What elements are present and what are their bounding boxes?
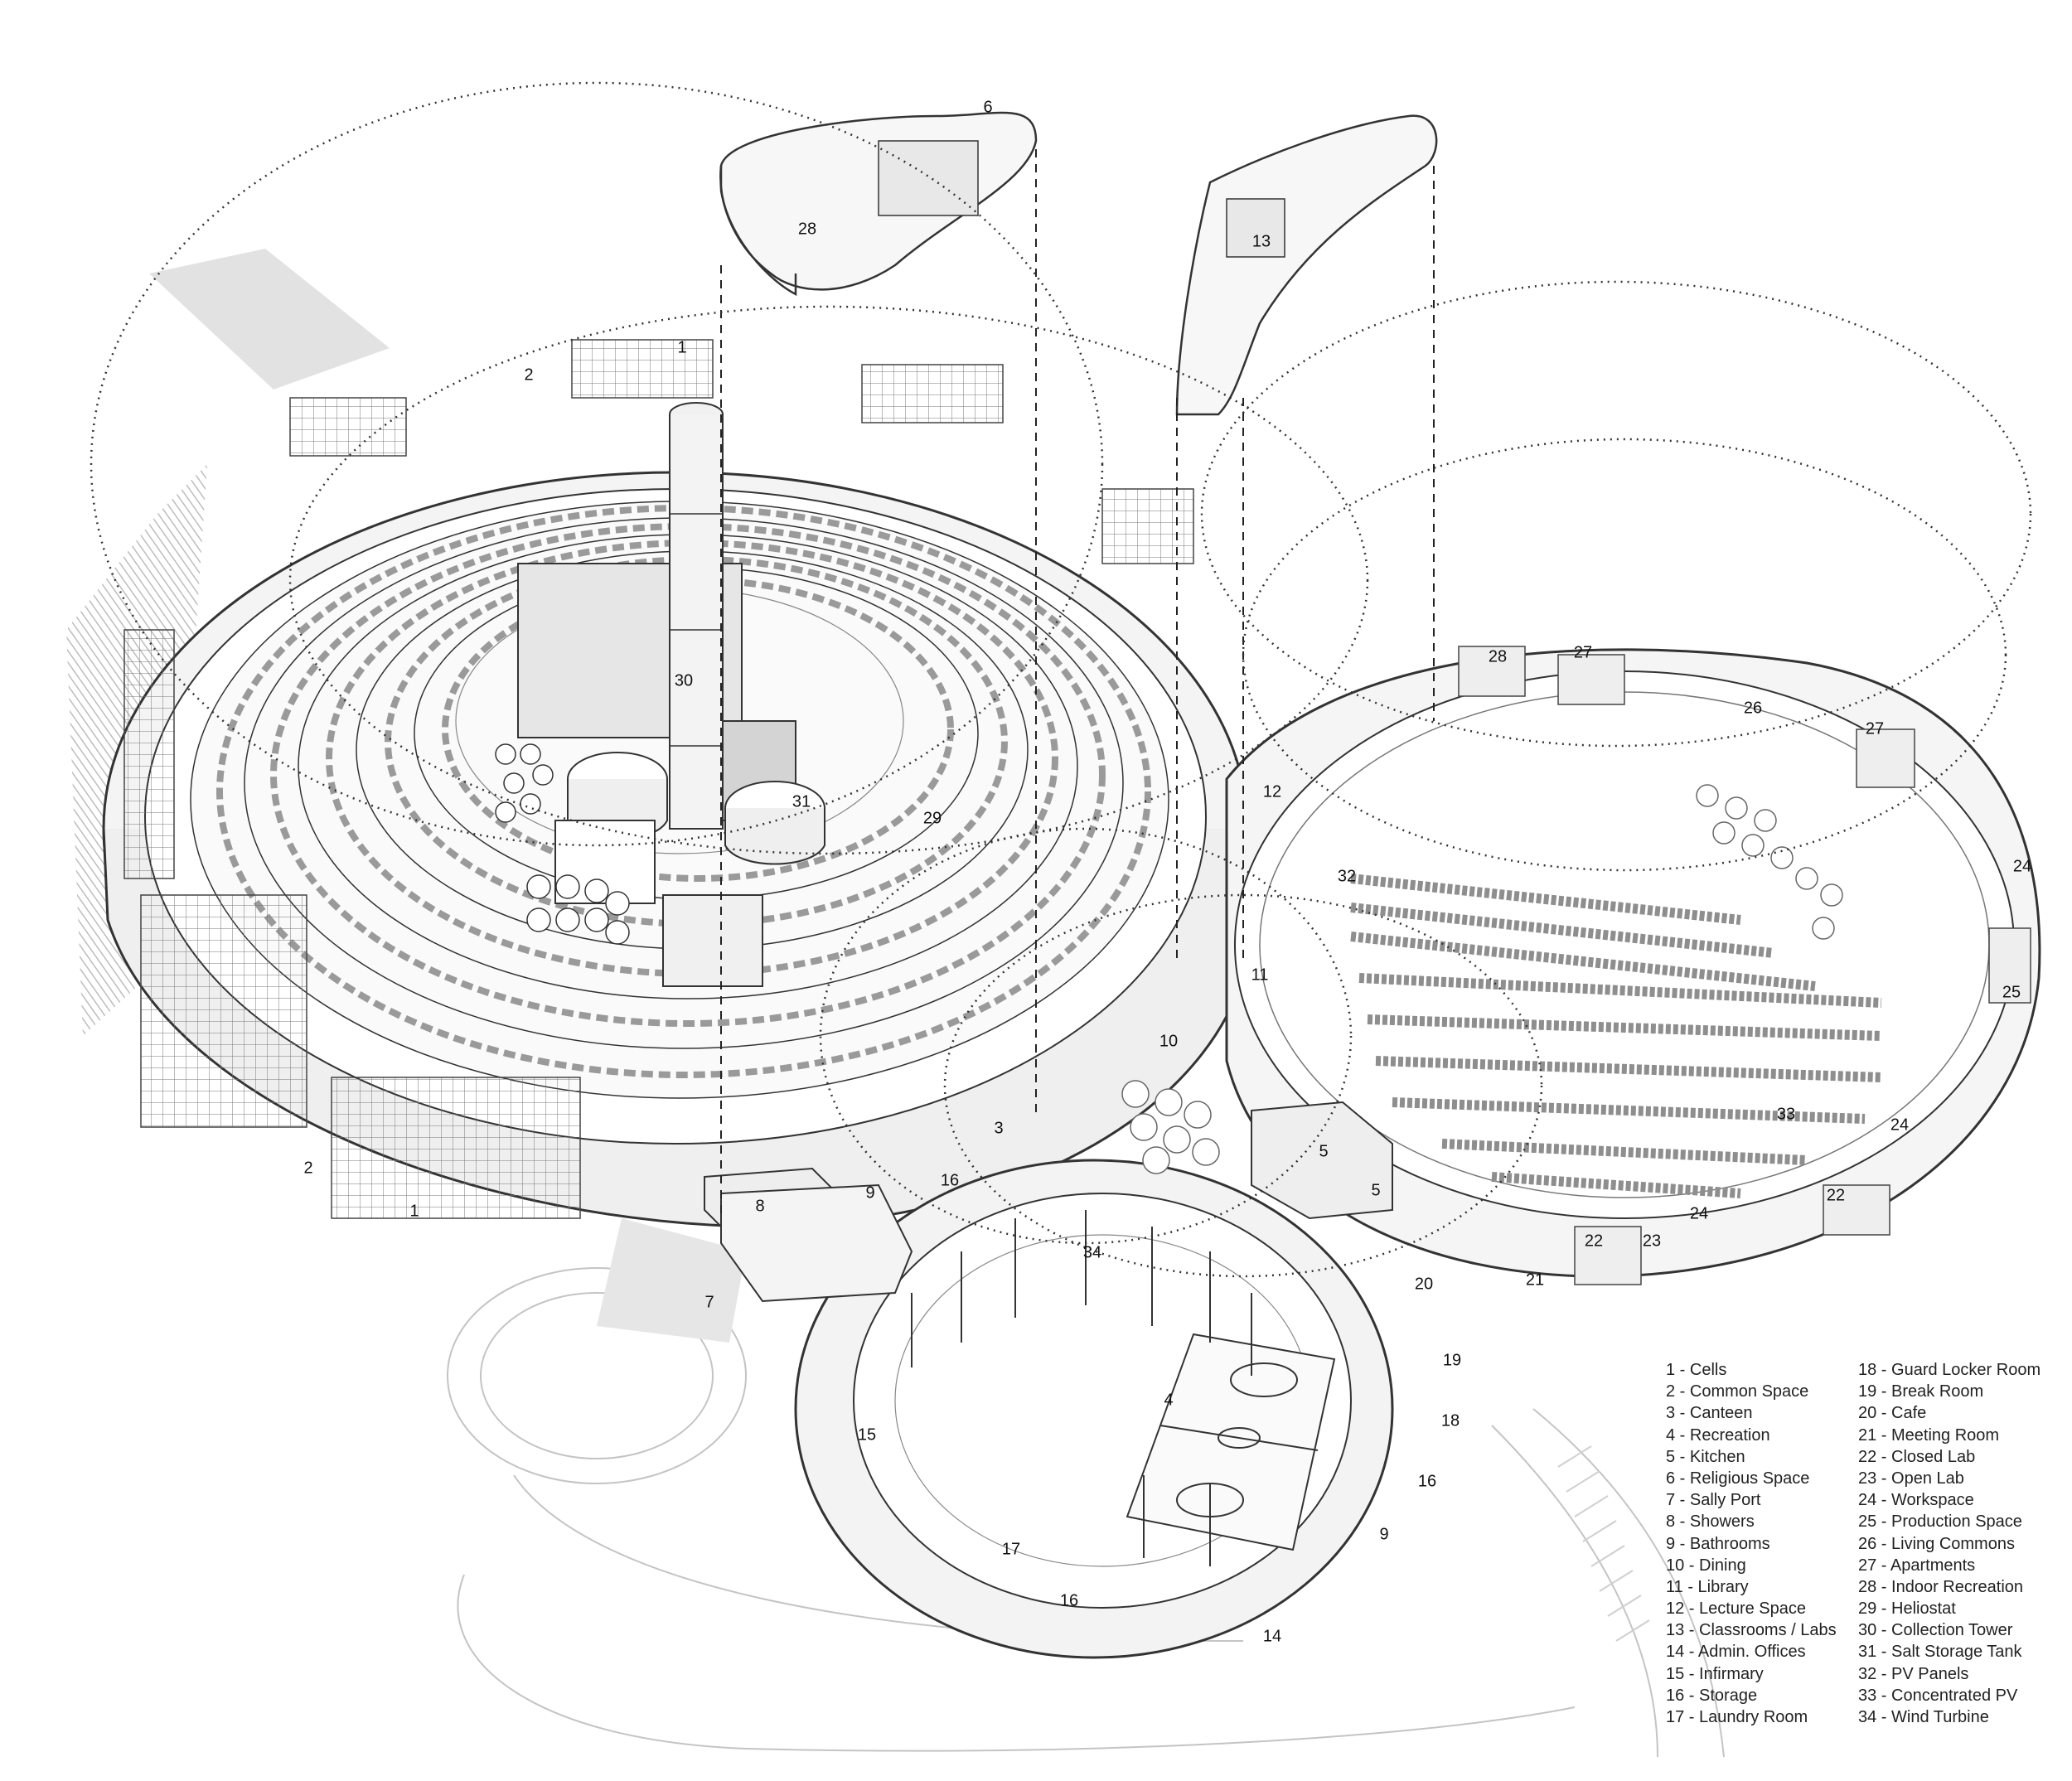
room-number-labels: 1 1 2 2 3 4 5 5 6 7 8 9 9 10 11 12 13 14… (303, 98, 2031, 1645)
legend-item: 21 - Meeting Room (1858, 1425, 2000, 1445)
label-9a: 9 (865, 1183, 874, 1202)
legend-item: 7 - Sally Port (1666, 1491, 1761, 1510)
label-1-top: 1 (677, 338, 686, 356)
label-27a: 27 (1574, 643, 1592, 661)
label-24a: 24 (1690, 1204, 1708, 1222)
label-6: 6 (983, 98, 992, 116)
legend-item: 1 - Cells (1666, 1361, 1727, 1379)
legend-item: 8 - Showers (1666, 1512, 1755, 1532)
label-24b: 24 (1890, 1116, 1909, 1134)
label-31: 31 (792, 792, 811, 811)
label-13: 13 (1252, 232, 1271, 250)
label-19: 19 (1443, 1351, 1461, 1369)
label-11: 11 (1251, 966, 1269, 984)
dotted-overlay-ellipses (90, 81, 2032, 1278)
legend-item: 9 - Bathrooms (1666, 1534, 1770, 1553)
label-34: 34 (1083, 1243, 1101, 1261)
label-2-left: 2 (303, 1159, 312, 1177)
label-24c: 24 (2013, 857, 2031, 875)
legend-item: 25 - Production Space (1858, 1512, 2022, 1532)
label-3: 3 (994, 1119, 1003, 1137)
legend-item: 11 - Library (1666, 1577, 1749, 1596)
label-10: 10 (1159, 1032, 1178, 1050)
right-perimeter-rooms (1458, 646, 2031, 1285)
label-22a: 22 (1585, 1232, 1603, 1250)
label-8: 8 (755, 1197, 764, 1215)
label-29: 29 (923, 809, 942, 827)
legend-item: 26 - Living Commons (1858, 1534, 2015, 1553)
legend-item: 28 - Indoor Recreation (1858, 1577, 2024, 1596)
label-18: 18 (1441, 1411, 1460, 1430)
legend-item: 2 - Common Space (1666, 1382, 1809, 1401)
round-tables-right (1696, 784, 1843, 940)
legend-item: 22 - Closed Lab (1858, 1447, 1976, 1466)
basketball-court (1126, 1333, 1336, 1551)
label-27b: 27 (1866, 719, 1884, 738)
legend-item: 33 - Concentrated PV (1858, 1686, 2018, 1705)
legend-item: 14 - Admin. Offices (1666, 1643, 1806, 1662)
legend: 1 - Cells 2 - Common Space 3 - Canteen 4… (1666, 1359, 2064, 1740)
legend-item: 18 - Guard Locker Room (1858, 1361, 2041, 1379)
label-23: 23 (1643, 1232, 1661, 1250)
wind-turbines (911, 1210, 1252, 1566)
cell-blocks (123, 339, 1194, 1219)
label-5b: 5 (1371, 1181, 1380, 1199)
projection-lines (720, 149, 1435, 1218)
label-1-bottom: 1 (409, 1202, 419, 1220)
kitchen-block (704, 1101, 1393, 1303)
legend-item: 34 - Wind Turbine (1858, 1708, 1989, 1726)
legend-item: 13 - Classrooms / Labs (1666, 1621, 1837, 1640)
legend-item: 3 - Canteen (1666, 1404, 1753, 1423)
label-26: 26 (1744, 699, 1762, 717)
label-16c: 16 (1060, 1591, 1078, 1609)
label-4: 4 (1164, 1391, 1173, 1409)
label-9b: 9 (1379, 1525, 1388, 1543)
label-21: 21 (1526, 1270, 1544, 1289)
label-12: 12 (1263, 782, 1281, 801)
floating-classroom-floor (1175, 114, 1438, 416)
label-30: 30 (675, 671, 693, 690)
legend-item: 4 - Recreation (1666, 1425, 1770, 1445)
label-2-top: 2 (524, 365, 533, 384)
legend-item: 30 - Collection Tower (1858, 1621, 2013, 1640)
collection-tower-group (495, 402, 825, 987)
legend-column-1: 1 - Cells 2 - Common Space 3 - Canteen 4… (1666, 1359, 1865, 1728)
label-32: 32 (1338, 867, 1356, 885)
label-20: 20 (1415, 1275, 1433, 1293)
legend-item: 19 - Break Room (1858, 1382, 1984, 1401)
legend-item: 24 - Workspace (1858, 1491, 1974, 1510)
legend-item: 27 - Apartments (1858, 1556, 1976, 1575)
label-16a: 16 (941, 1171, 959, 1189)
legend-item: 31 - Salt Storage Tank (1858, 1643, 2022, 1662)
label-28b: 28 (1489, 647, 1507, 665)
label-22b: 22 (1827, 1186, 1845, 1204)
legend-item: 32 - PV Panels (1858, 1664, 1969, 1683)
label-28a: 28 (798, 220, 816, 238)
legend-item: 15 - Infirmary (1666, 1664, 1764, 1683)
floating-religious-recreation-floor (719, 111, 1038, 297)
pv-panel-rows (1350, 874, 1882, 1198)
legend-column-2: 18 - Guard Locker Room 19 - Break Room 2… (1858, 1359, 2057, 1728)
label-7: 7 (704, 1293, 714, 1311)
label-16b: 16 (1418, 1472, 1436, 1490)
label-33: 33 (1777, 1105, 1795, 1123)
legend-item: 20 - Cafe (1858, 1404, 1927, 1423)
legend-item: 23 - Open Lab (1858, 1469, 1964, 1488)
legend-item: 6 - Religious Space (1666, 1469, 1810, 1488)
label-17: 17 (1002, 1540, 1020, 1558)
label-15: 15 (858, 1425, 876, 1444)
label-14: 14 (1263, 1627, 1281, 1645)
legend-item: 5 - Kitchen (1666, 1447, 1745, 1466)
legend-item: 17 - Laundry Room (1666, 1708, 1808, 1726)
dining-area (1121, 1080, 1220, 1174)
legend-item: 10 - Dining (1666, 1556, 1746, 1575)
label-25: 25 (2002, 983, 2021, 1001)
label-5a: 5 (1319, 1142, 1328, 1160)
legend-item: 29 - Heliostat (1858, 1600, 1956, 1619)
legend-item: 16 - Storage (1666, 1686, 1758, 1705)
legend-item: 12 - Lecture Space (1666, 1600, 1806, 1619)
parking-stripes (1557, 1445, 1650, 1642)
